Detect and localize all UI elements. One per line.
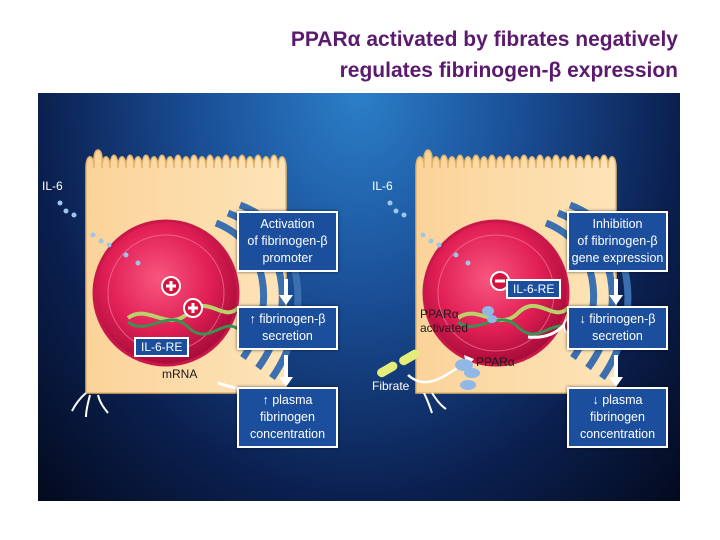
il6-molecules — [387, 200, 471, 266]
ppar-activated-label: PPARα activated — [420, 307, 469, 335]
slide-title: PPARα activated by fibrates negatively r… — [38, 24, 678, 86]
ppar-activated-receptor — [482, 306, 497, 323]
ppar-label: PPARα — [476, 355, 515, 369]
title-line-2: regulates fibrinogen-β expression — [339, 59, 678, 82]
box-activation: Activation of fibrinogen-β promoter — [237, 211, 338, 272]
title-line-1: PPARα activated by fibrates negatively — [290, 28, 678, 51]
flow-arrows — [279, 279, 293, 387]
diagram-panel: IL-6 Activation of fibrinogen-β promoter… — [38, 93, 680, 501]
il6-molecules — [57, 200, 141, 266]
fibrate-capsule — [377, 349, 420, 378]
right-cell-diagram: IL-6 Inhibition of fibrinogen-β gene exp… — [368, 93, 678, 501]
plus-icon — [183, 298, 203, 318]
box-secretion: ↓ fibrinogen-β secretion — [567, 306, 668, 350]
il6-re-label: IL-6-RE — [134, 337, 190, 357]
box-inhibition: Inhibition of fibrinogen-β gene expressi… — [567, 211, 668, 272]
box-plasma-concentration: ↑ plasma fibrinogen concentration — [237, 387, 338, 448]
il6-re-label: IL-6-RE — [506, 279, 562, 299]
flow-arrows — [609, 279, 623, 387]
fibrate-label: Fibrate — [372, 379, 410, 393]
nucleus — [422, 219, 570, 367]
plus-icon — [161, 276, 181, 296]
left-cell-diagram: IL-6 Activation of fibrinogen-β promoter… — [38, 93, 348, 501]
mrna-label: mRNA — [162, 367, 198, 381]
box-secretion: ↑ fibrinogen-β secretion — [237, 306, 338, 350]
inhibition-arrow — [527, 323, 566, 339]
box-plasma-concentration: ↓ plasma fibrinogen concentration — [567, 387, 668, 448]
left-cell-graphic — [57, 149, 302, 418]
ppar-receptor — [455, 359, 480, 390]
il6-label: IL-6 — [42, 179, 63, 193]
dna-strand — [456, 303, 570, 323]
il6-label: IL-6 — [372, 179, 393, 193]
